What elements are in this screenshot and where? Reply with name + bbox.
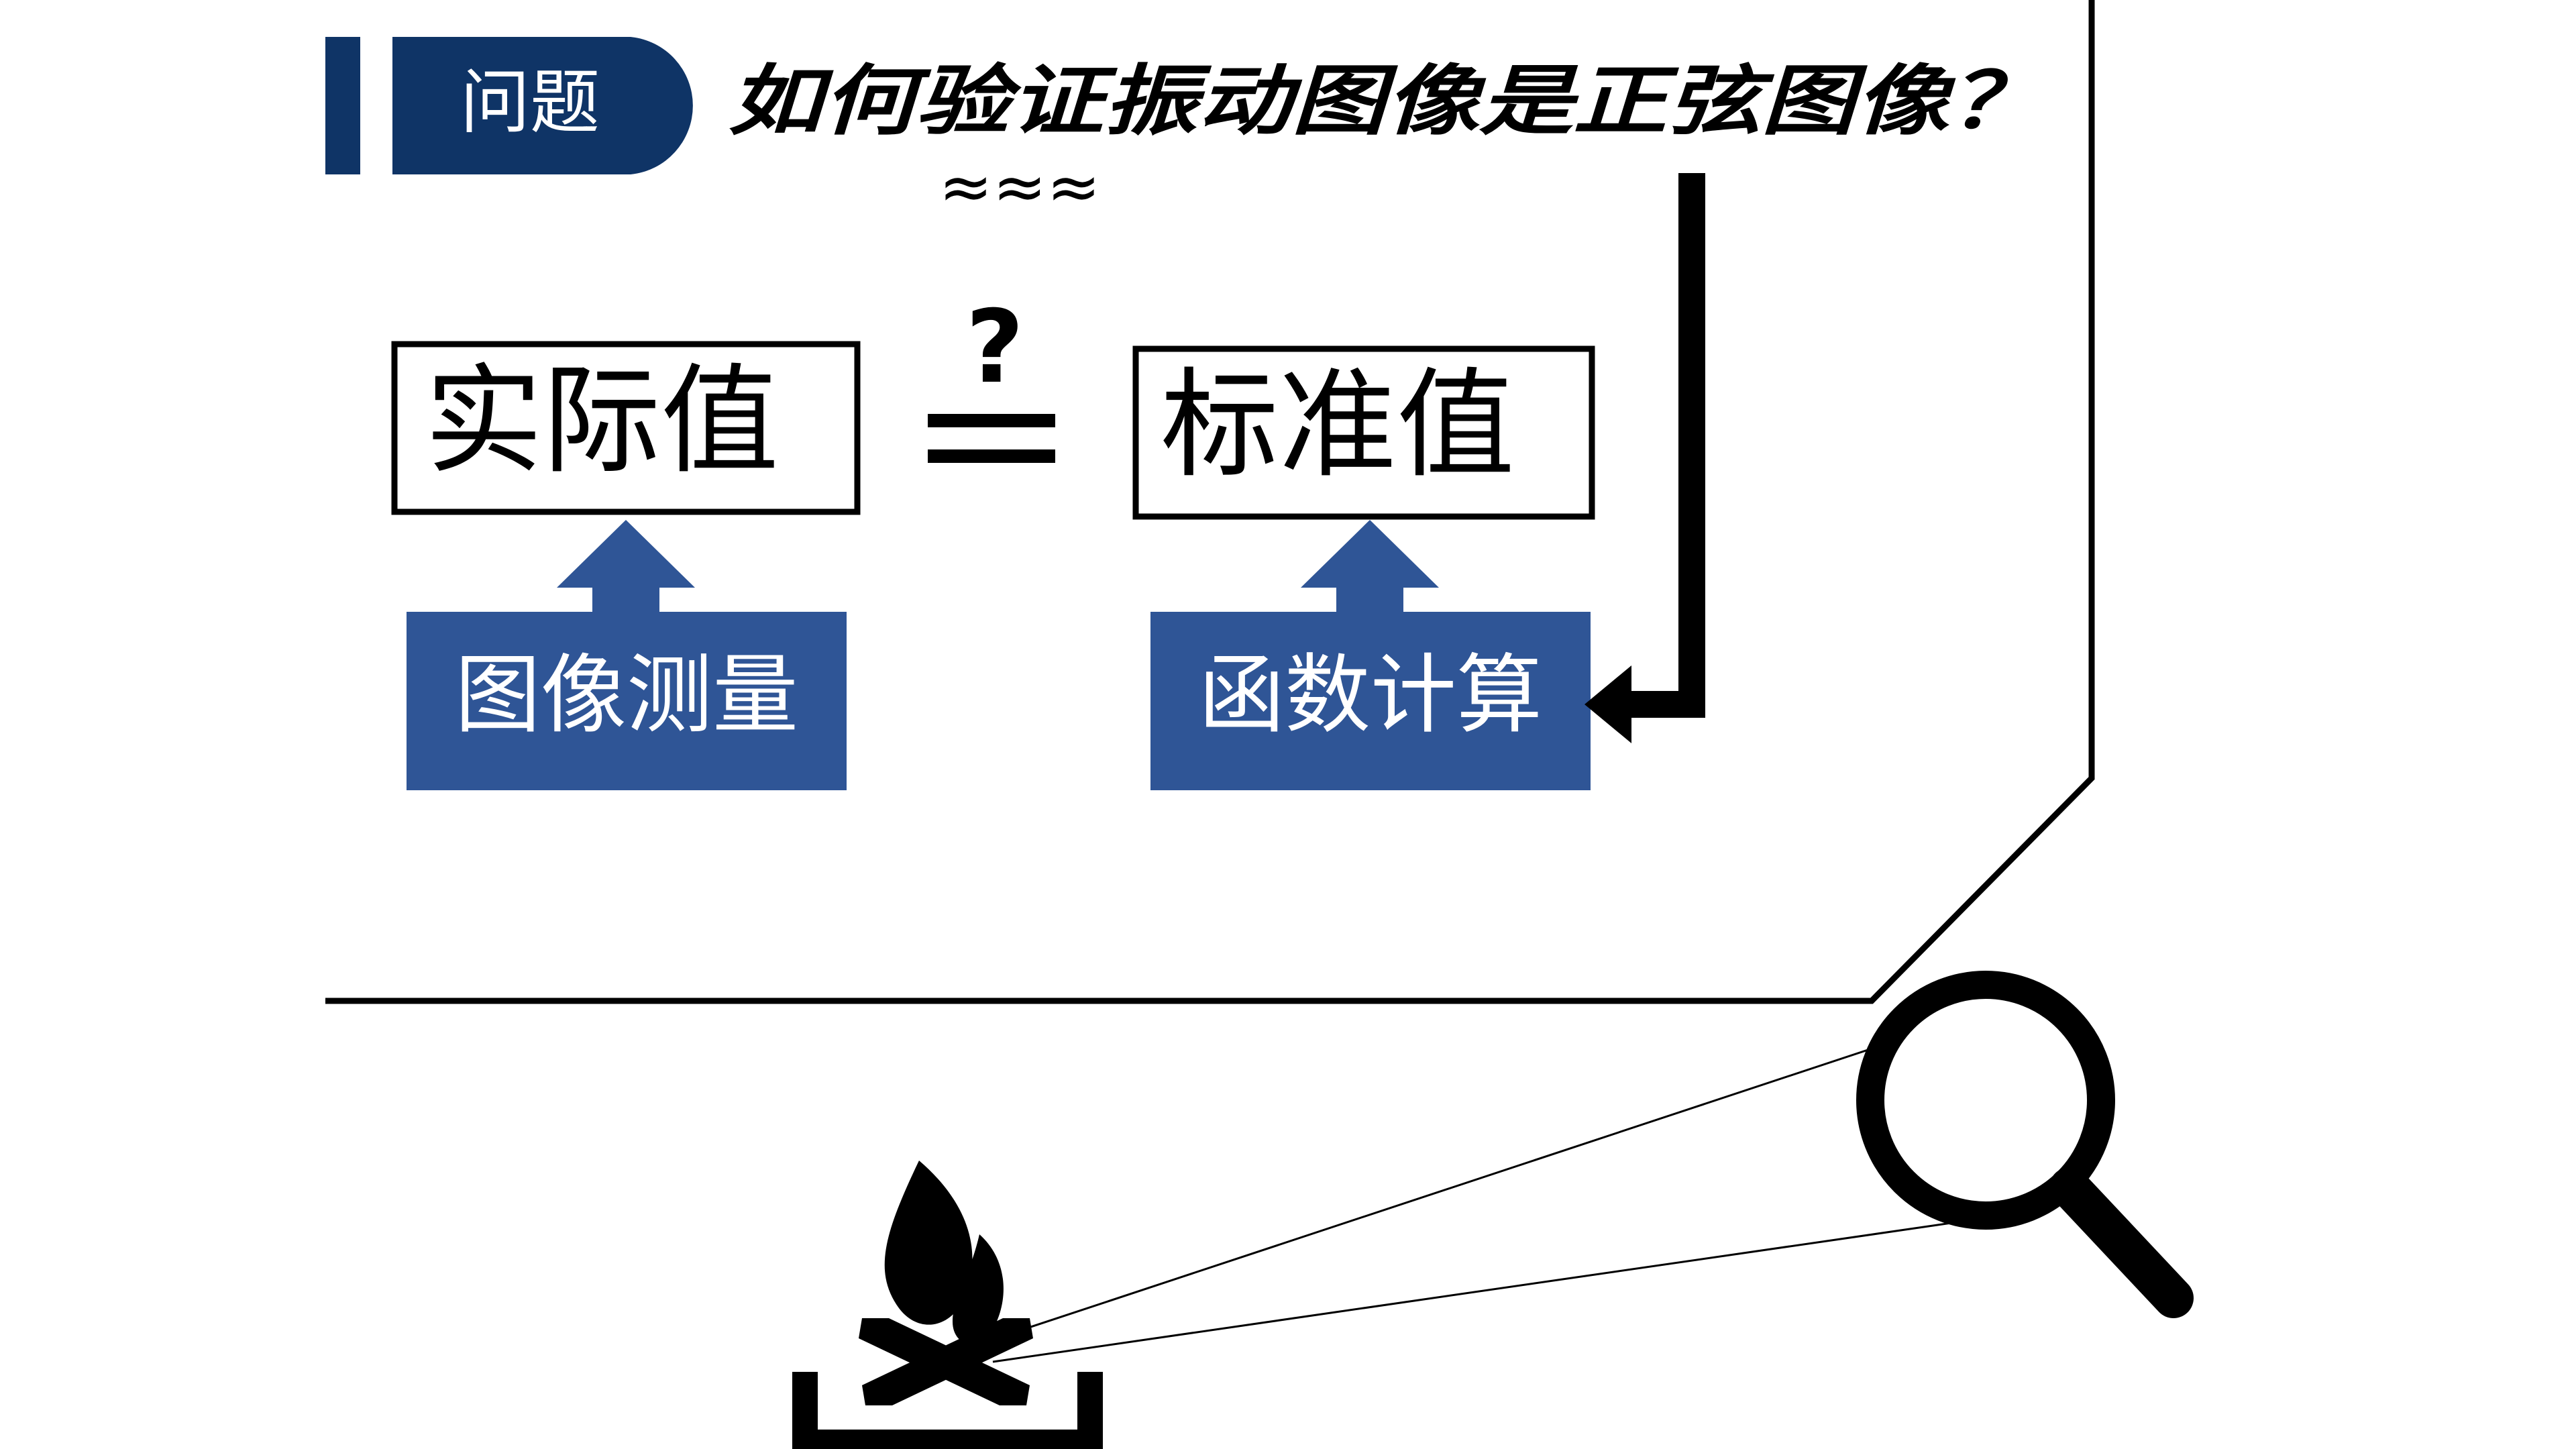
emphasis-marks: ≈≈≈ [938,149,1100,224]
sight-line-lower [992,1220,1966,1363]
function-calculation-box [1150,612,1591,790]
campfire-icon [792,1161,1103,1449]
image-measurement-label: 图像测量 [455,645,798,745]
tag-pill [392,37,693,174]
equals-bar-top [928,414,1055,427]
tag-accent-bar [325,37,360,174]
frame-outline [325,0,2095,1004]
image-measurement-box [407,612,847,790]
up-arrow-left [557,520,695,614]
question-headline: 如何验证振动图像是正弦图像？ [728,56,2043,146]
question-mark: ? [965,289,1024,406]
function-calculation-block: 函数计算 [1150,520,1591,790]
tag-label: 问题 [460,61,600,143]
function-calculation-label: 函数计算 [1199,645,1542,745]
question-tag: 问题 [325,37,693,174]
equals-bar-bottom [928,449,1055,463]
sight-line-upper [985,1038,1899,1343]
actual-value-box: 实际值 [391,341,861,515]
standard-value-box: 标准值 [1132,345,1595,520]
magnifier-icon [1856,971,2194,1318]
connector-arrowhead [1585,665,1631,743]
standard-value-label: 标准值 [1161,356,1515,494]
image-measurement-block: 图像测量 [407,520,847,790]
actual-value-label: 实际值 [425,352,779,490]
connector-arrow [1585,173,1705,743]
questioned-equals-sign: ? [928,289,1055,463]
up-arrow-right [1301,520,1439,614]
